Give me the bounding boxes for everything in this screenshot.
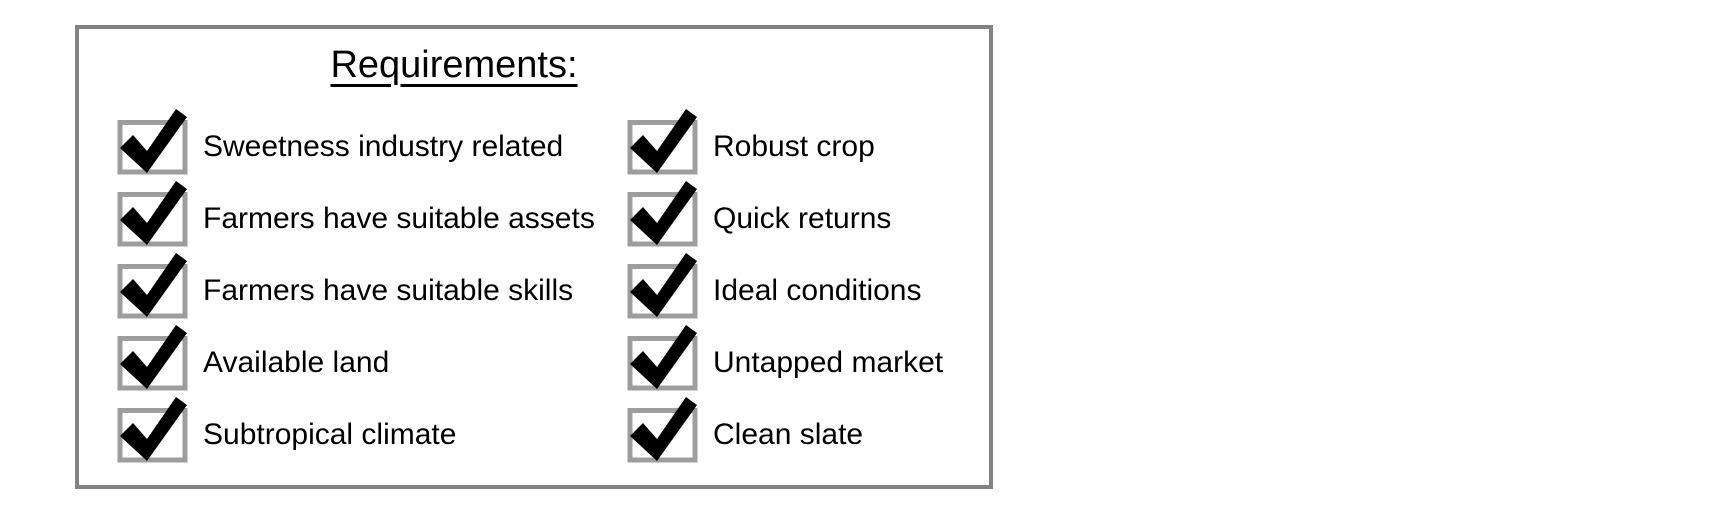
- checked-checkbox-icon: [117, 109, 189, 175]
- checklist-item-label: Robust crop: [713, 130, 875, 163]
- checked-checkbox-icon: [627, 109, 699, 175]
- checklist-item: Quick returns: [627, 181, 943, 247]
- checked-checkbox-icon: [627, 253, 699, 319]
- checklist-item-label: Farmers have suitable skills: [203, 274, 574, 307]
- checklist-item-label: Untapped market: [713, 346, 944, 379]
- checklist-item-label: Sweetness industry related: [203, 130, 564, 163]
- checked-checkbox-icon: [627, 397, 699, 463]
- checklist-item-label: Clean slate: [713, 418, 864, 451]
- checklist-item-label: Farmers have suitable assets: [203, 202, 595, 235]
- checked-checkbox-icon: [627, 181, 699, 247]
- checklist-right-column: Robust crop Quick returns: [627, 109, 943, 469]
- checklist-item: Farmers have suitable assets: [117, 181, 595, 247]
- checklist-left-column: Sweetness industry related Farmers have …: [117, 109, 595, 469]
- checked-checkbox-icon: [117, 397, 189, 463]
- checklist-item: Available land: [117, 325, 595, 391]
- checklist-item-label: Available land: [203, 346, 390, 379]
- checklist-item: Clean slate: [627, 397, 943, 463]
- checklist-item: Ideal conditions: [627, 253, 943, 319]
- checklist-item: Sweetness industry related: [117, 109, 595, 175]
- checked-checkbox-icon: [117, 181, 189, 247]
- checklist-item-label: Ideal conditions: [713, 274, 922, 307]
- checklist-item: Subtropical climate: [117, 397, 595, 463]
- checklist-item-label: Subtropical climate: [203, 418, 457, 451]
- requirements-panel: Requirements: Sweetness industry related: [75, 25, 993, 489]
- checked-checkbox-icon: [627, 325, 699, 391]
- checked-checkbox-icon: [117, 253, 189, 319]
- checked-checkbox-icon: [117, 325, 189, 391]
- checklist-item: Farmers have suitable skills: [117, 253, 595, 319]
- panel-title: Requirements:: [330, 44, 578, 86]
- checklist-item: Robust crop: [627, 109, 943, 175]
- checklist-item-label: Quick returns: [713, 202, 892, 235]
- checklist-item: Untapped market: [627, 325, 943, 391]
